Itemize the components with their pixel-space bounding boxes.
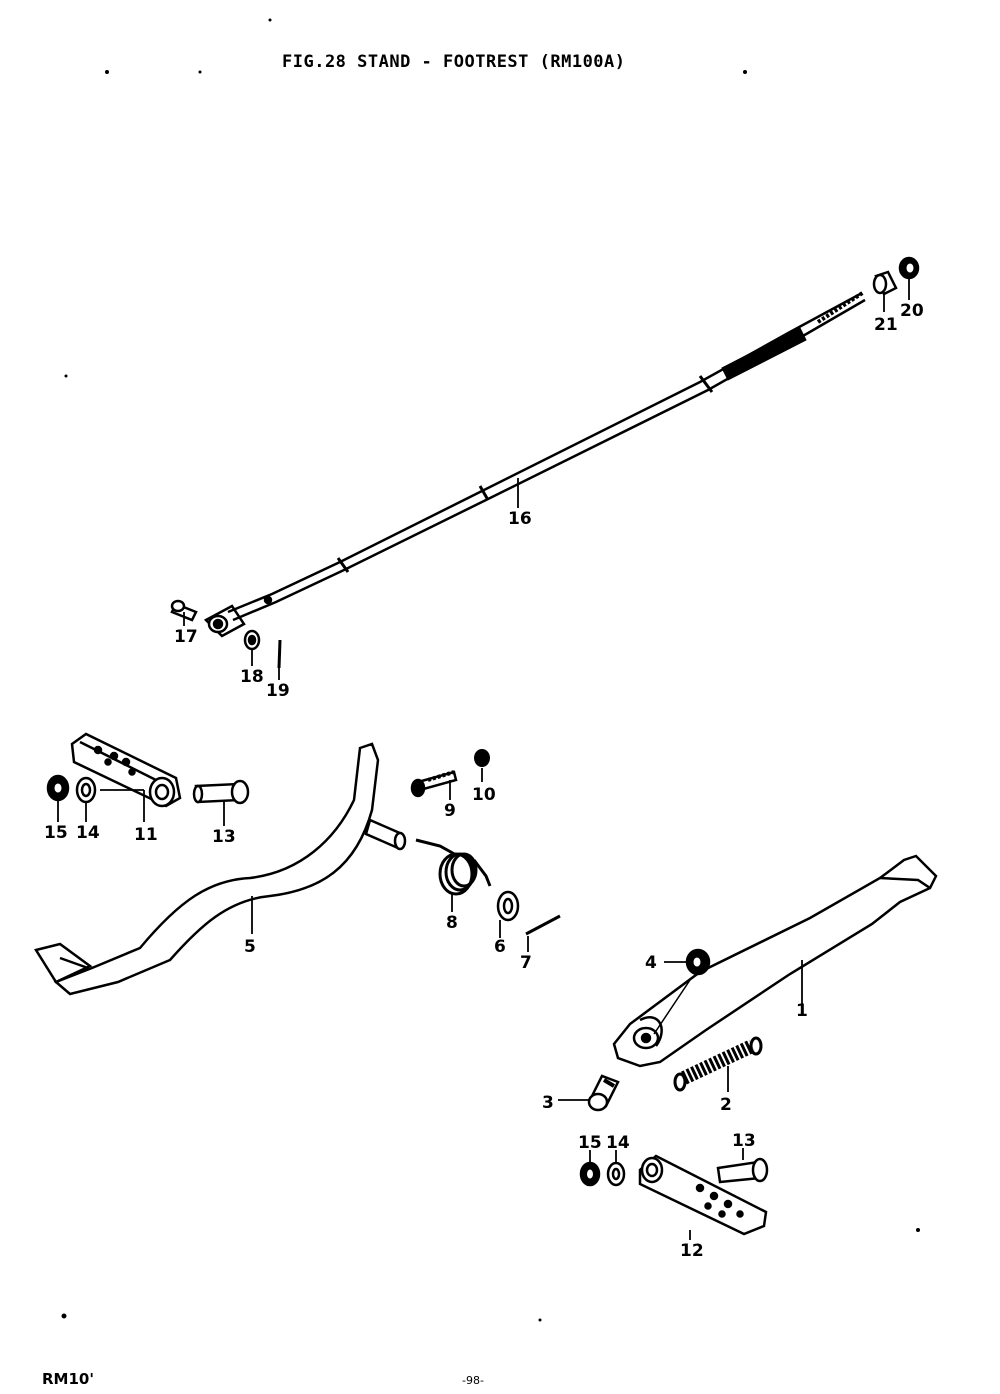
callout-15-right: 15 bbox=[578, 1133, 602, 1153]
side-stand bbox=[612, 854, 938, 1068]
stand-bolt-3 bbox=[587, 1074, 620, 1112]
callout-1: 1 bbox=[796, 1001, 808, 1021]
footrest-left bbox=[70, 732, 182, 808]
page-number: -98- bbox=[462, 1374, 484, 1387]
callout-17: 17 bbox=[174, 627, 198, 647]
callout-14-left: 14 bbox=[76, 823, 100, 843]
cotter-pin-7 bbox=[525, 914, 561, 936]
callout-14-right: 14 bbox=[606, 1133, 630, 1153]
callout-20: 20 bbox=[900, 301, 924, 321]
washer-14-right bbox=[606, 1161, 626, 1187]
brake-pedal bbox=[34, 742, 407, 996]
rod-nut-20 bbox=[898, 256, 920, 280]
callout-6: 6 bbox=[494, 937, 506, 957]
footrest-right bbox=[638, 1154, 768, 1236]
callout-5: 5 bbox=[244, 937, 256, 957]
cotter-pin-19 bbox=[277, 639, 282, 669]
rod-clevis bbox=[203, 604, 246, 638]
footrest-pin-right bbox=[716, 1157, 769, 1184]
callout-7: 7 bbox=[520, 953, 532, 973]
model-code: RM10' bbox=[42, 1370, 94, 1388]
scan-specks bbox=[61, 18, 920, 1322]
washer-18 bbox=[243, 629, 261, 651]
callout-8: 8 bbox=[446, 913, 458, 933]
nut-15-right bbox=[579, 1161, 601, 1187]
callout-2: 2 bbox=[720, 1095, 732, 1115]
return-spring bbox=[415, 838, 492, 896]
brake-rod bbox=[227, 290, 866, 622]
callout-15-left: 15 bbox=[44, 823, 68, 843]
nut-15-left bbox=[46, 774, 70, 802]
stand-nut-4 bbox=[685, 948, 711, 976]
callout-13-right: 13 bbox=[732, 1131, 756, 1151]
callout-18: 18 bbox=[240, 667, 264, 687]
callout-13-left: 13 bbox=[212, 827, 236, 847]
callout-9: 9 bbox=[444, 801, 456, 821]
footrest-pin-left bbox=[192, 779, 250, 805]
callout-16: 16 bbox=[508, 509, 532, 529]
leader-lines bbox=[57, 278, 910, 1240]
stand-spring bbox=[673, 1036, 763, 1092]
callout-3: 3 bbox=[542, 1093, 554, 1113]
figure-title: FIG.28 STAND - FOOTREST (RM100A) bbox=[282, 52, 626, 72]
callout-21: 21 bbox=[874, 315, 898, 335]
pivot-nut bbox=[474, 749, 490, 767]
washer-6 bbox=[496, 890, 520, 922]
callout-19: 19 bbox=[266, 681, 290, 701]
callout-labels: 1 2 3 4 5 6 7 8 9 10 11 12 13 13 14 14 1… bbox=[44, 301, 924, 1261]
callout-11: 11 bbox=[134, 825, 158, 845]
callout-12: 12 bbox=[680, 1241, 704, 1261]
pivot-bolt bbox=[410, 770, 458, 798]
callout-4: 4 bbox=[645, 953, 657, 973]
callout-10: 10 bbox=[472, 785, 496, 805]
rod-joint-21 bbox=[872, 270, 898, 296]
washer-14-left bbox=[75, 776, 97, 804]
